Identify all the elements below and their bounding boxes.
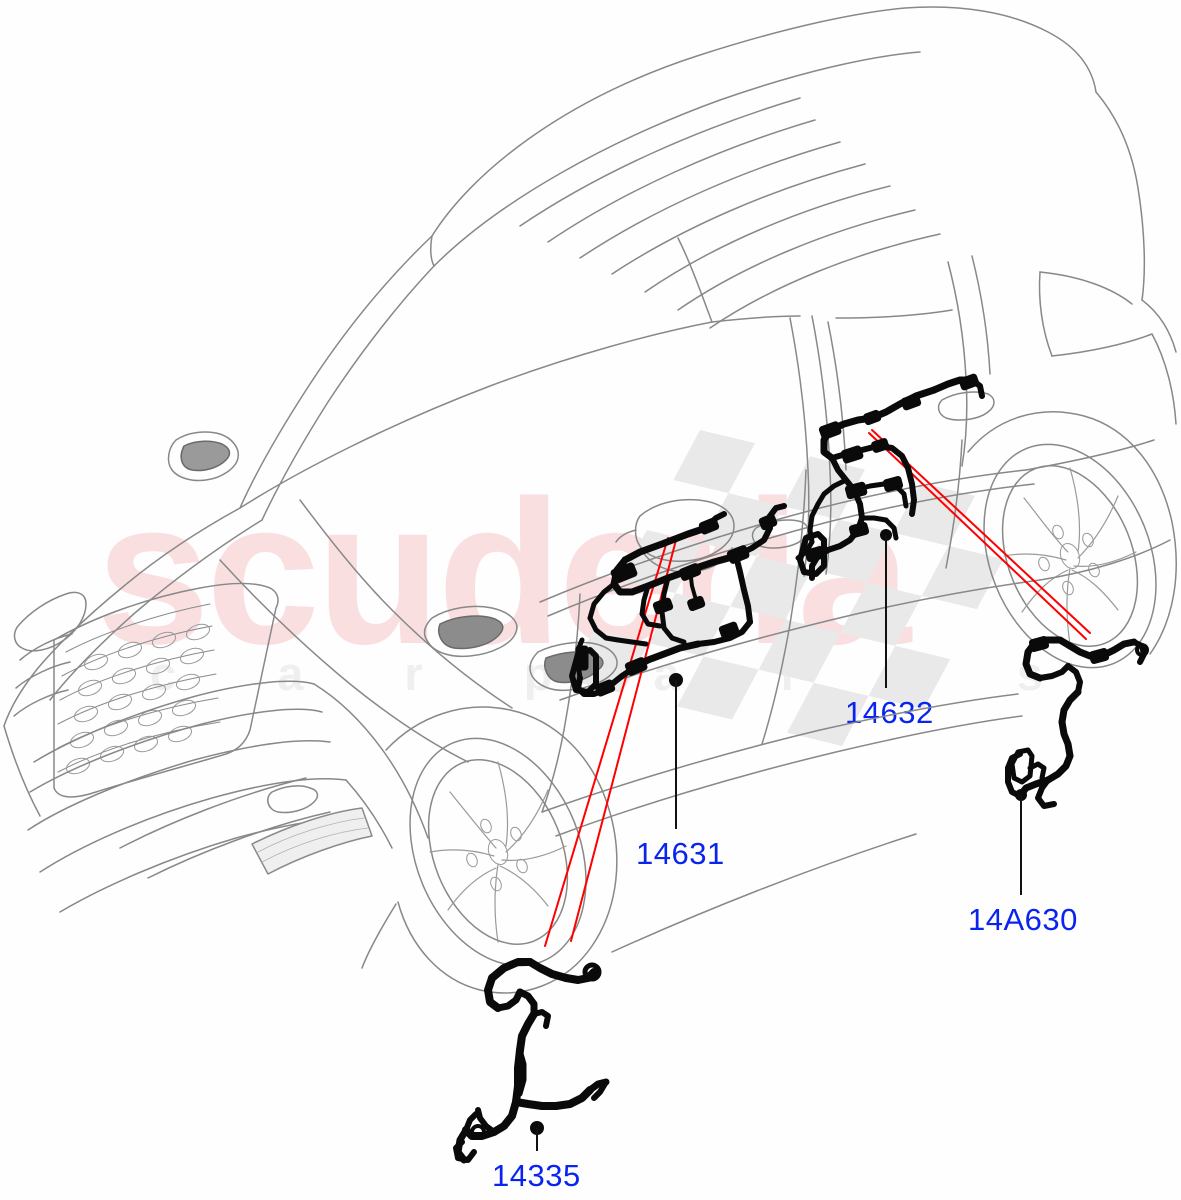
callout-label-14632[interactable]: 14632 [845, 695, 934, 730]
front-door-harness-illustration [569, 503, 787, 697]
red-leader-front-door-lower [544, 537, 669, 947]
body-harness-illustration [453, 958, 610, 1164]
callout-label-14A630[interactable]: 14A630 [968, 902, 1078, 937]
tailgate-harness-illustration [1005, 636, 1149, 809]
callout-label-14631[interactable]: 14631 [636, 836, 725, 871]
callout-label-14335[interactable]: 14335 [492, 1158, 581, 1193]
rear-door-harness-illustration [795, 373, 985, 581]
